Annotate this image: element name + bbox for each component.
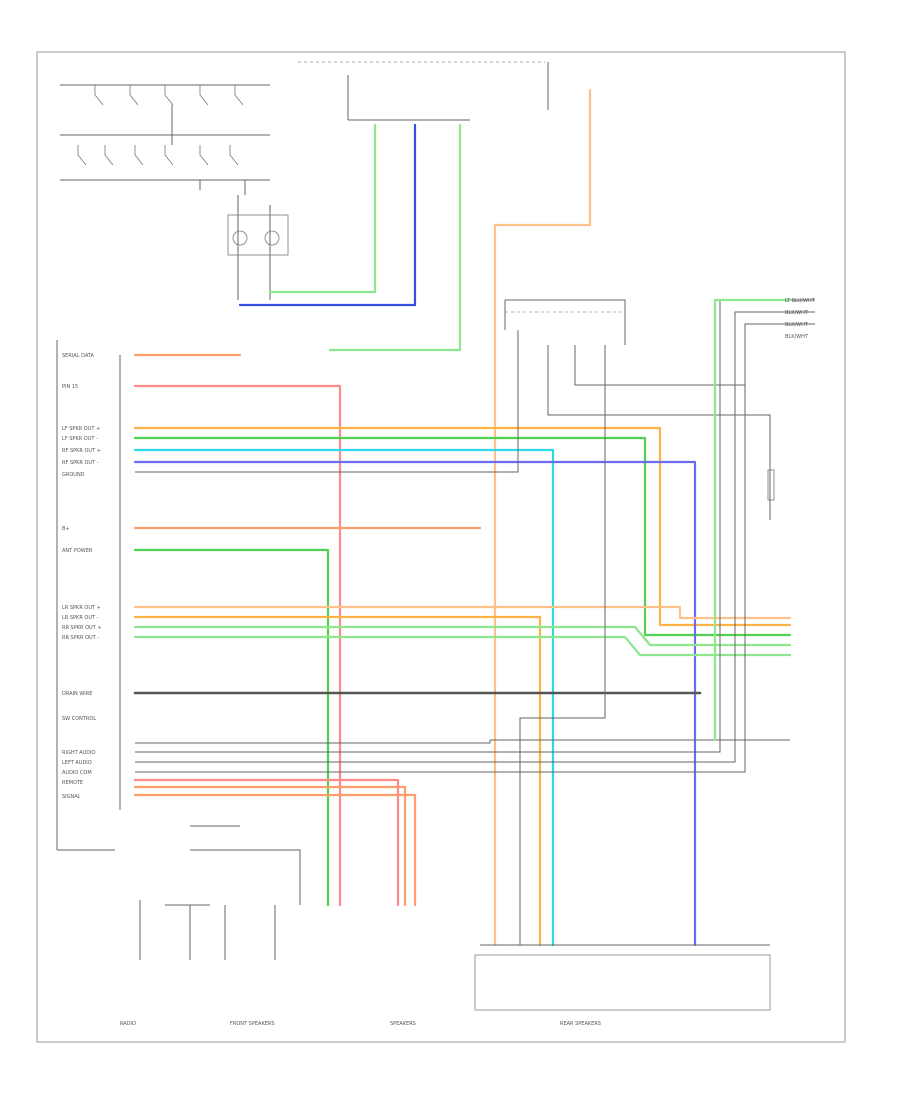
- pin-label: LR SPKR OUT -: [62, 615, 99, 621]
- antenna-module: [298, 61, 549, 121]
- steering-wheel-controls: [227, 214, 289, 256]
- pin-label: LF SPKR OUT +: [62, 426, 100, 432]
- wire-label: BLK/WHT: [785, 310, 809, 316]
- radio-receiver-module: [474, 954, 771, 1011]
- pin-label: REMOTE: [62, 780, 83, 786]
- component-caption: REAR SPEAKERS: [560, 1021, 601, 1027]
- wire-blue-top: [238, 123, 417, 307]
- component-captions: RADIO FRONT SPEAKERS SPEAKERS REAR SPEAK…: [120, 1021, 601, 1027]
- wire-label: BLK/WHT: [785, 322, 809, 328]
- pin-label: B+: [62, 526, 70, 532]
- pin-label: RF SPKR OUT -: [62, 460, 99, 466]
- pin-label: RIGHT AUDIO: [62, 750, 96, 756]
- bottom-left-components: [139, 825, 301, 960]
- wire-cyan-rf: [133, 448, 555, 947]
- wire-label: BLK/WHT: [785, 334, 809, 340]
- pin-label: RR SPKR OUT +: [62, 625, 102, 631]
- wire-orange-lr: [133, 615, 542, 947]
- wire-pink-audio: [133, 778, 400, 907]
- right-wire-labels: LT BLU/WHT BLK/WHT BLK/WHT BLK/WHT: [785, 298, 816, 340]
- pin-label: LF SPKR OUT -: [62, 436, 98, 442]
- wire-green-ant: [133, 548, 330, 907]
- pin-label: SW CONTROL: [62, 716, 96, 722]
- wire-orange-lf: [133, 426, 792, 627]
- wire-salmon-audio1: [133, 785, 407, 907]
- wire-lightgreen-top: [328, 123, 462, 352]
- pin-label: SERIAL DATA: [62, 353, 95, 359]
- pin-label: AUDIO COM: [62, 770, 92, 776]
- wire-slateblue-rf: [133, 460, 697, 947]
- wire-pink-pin: [133, 384, 342, 907]
- pin-label: SIGNAL: [62, 794, 81, 800]
- wire-green-right: [713, 298, 792, 742]
- pin-label: RF SPKR OUT +: [62, 448, 101, 454]
- pin-label: GROUND: [62, 472, 85, 478]
- wire-gray-ground: [135, 330, 519, 473]
- switch-block: [60, 84, 271, 300]
- pin-label: DRAIN WIRE: [62, 691, 92, 697]
- wire-peach-top: [493, 88, 592, 947]
- pin-label: LEFT AUDIO: [62, 760, 92, 766]
- wire-salmon-audio2: [133, 793, 417, 907]
- pin-label: LR SPKR OUT +: [62, 605, 101, 611]
- wire-label: LT BLU/WHT: [785, 298, 816, 304]
- wire-green-top: [268, 123, 377, 294]
- connector-labels: SERIAL DATA PIN 15 LF SPKR OUT + LF SPKR…: [62, 353, 102, 800]
- fuse-block-right: [505, 311, 775, 501]
- pin-label: RR SPKR OUT -: [62, 635, 99, 641]
- component-caption: RADIO: [120, 1021, 136, 1027]
- component-caption: FRONT SPEAKERS: [230, 1021, 275, 1027]
- pin-label: PIN 15: [62, 384, 78, 390]
- diagram-frame: [36, 51, 846, 1043]
- wire-green-lf: [133, 436, 792, 637]
- component-caption: SPEAKERS: [390, 1021, 416, 1027]
- pin-label: ANT POWER: [62, 548, 93, 554]
- radio-connector: [56, 340, 121, 851]
